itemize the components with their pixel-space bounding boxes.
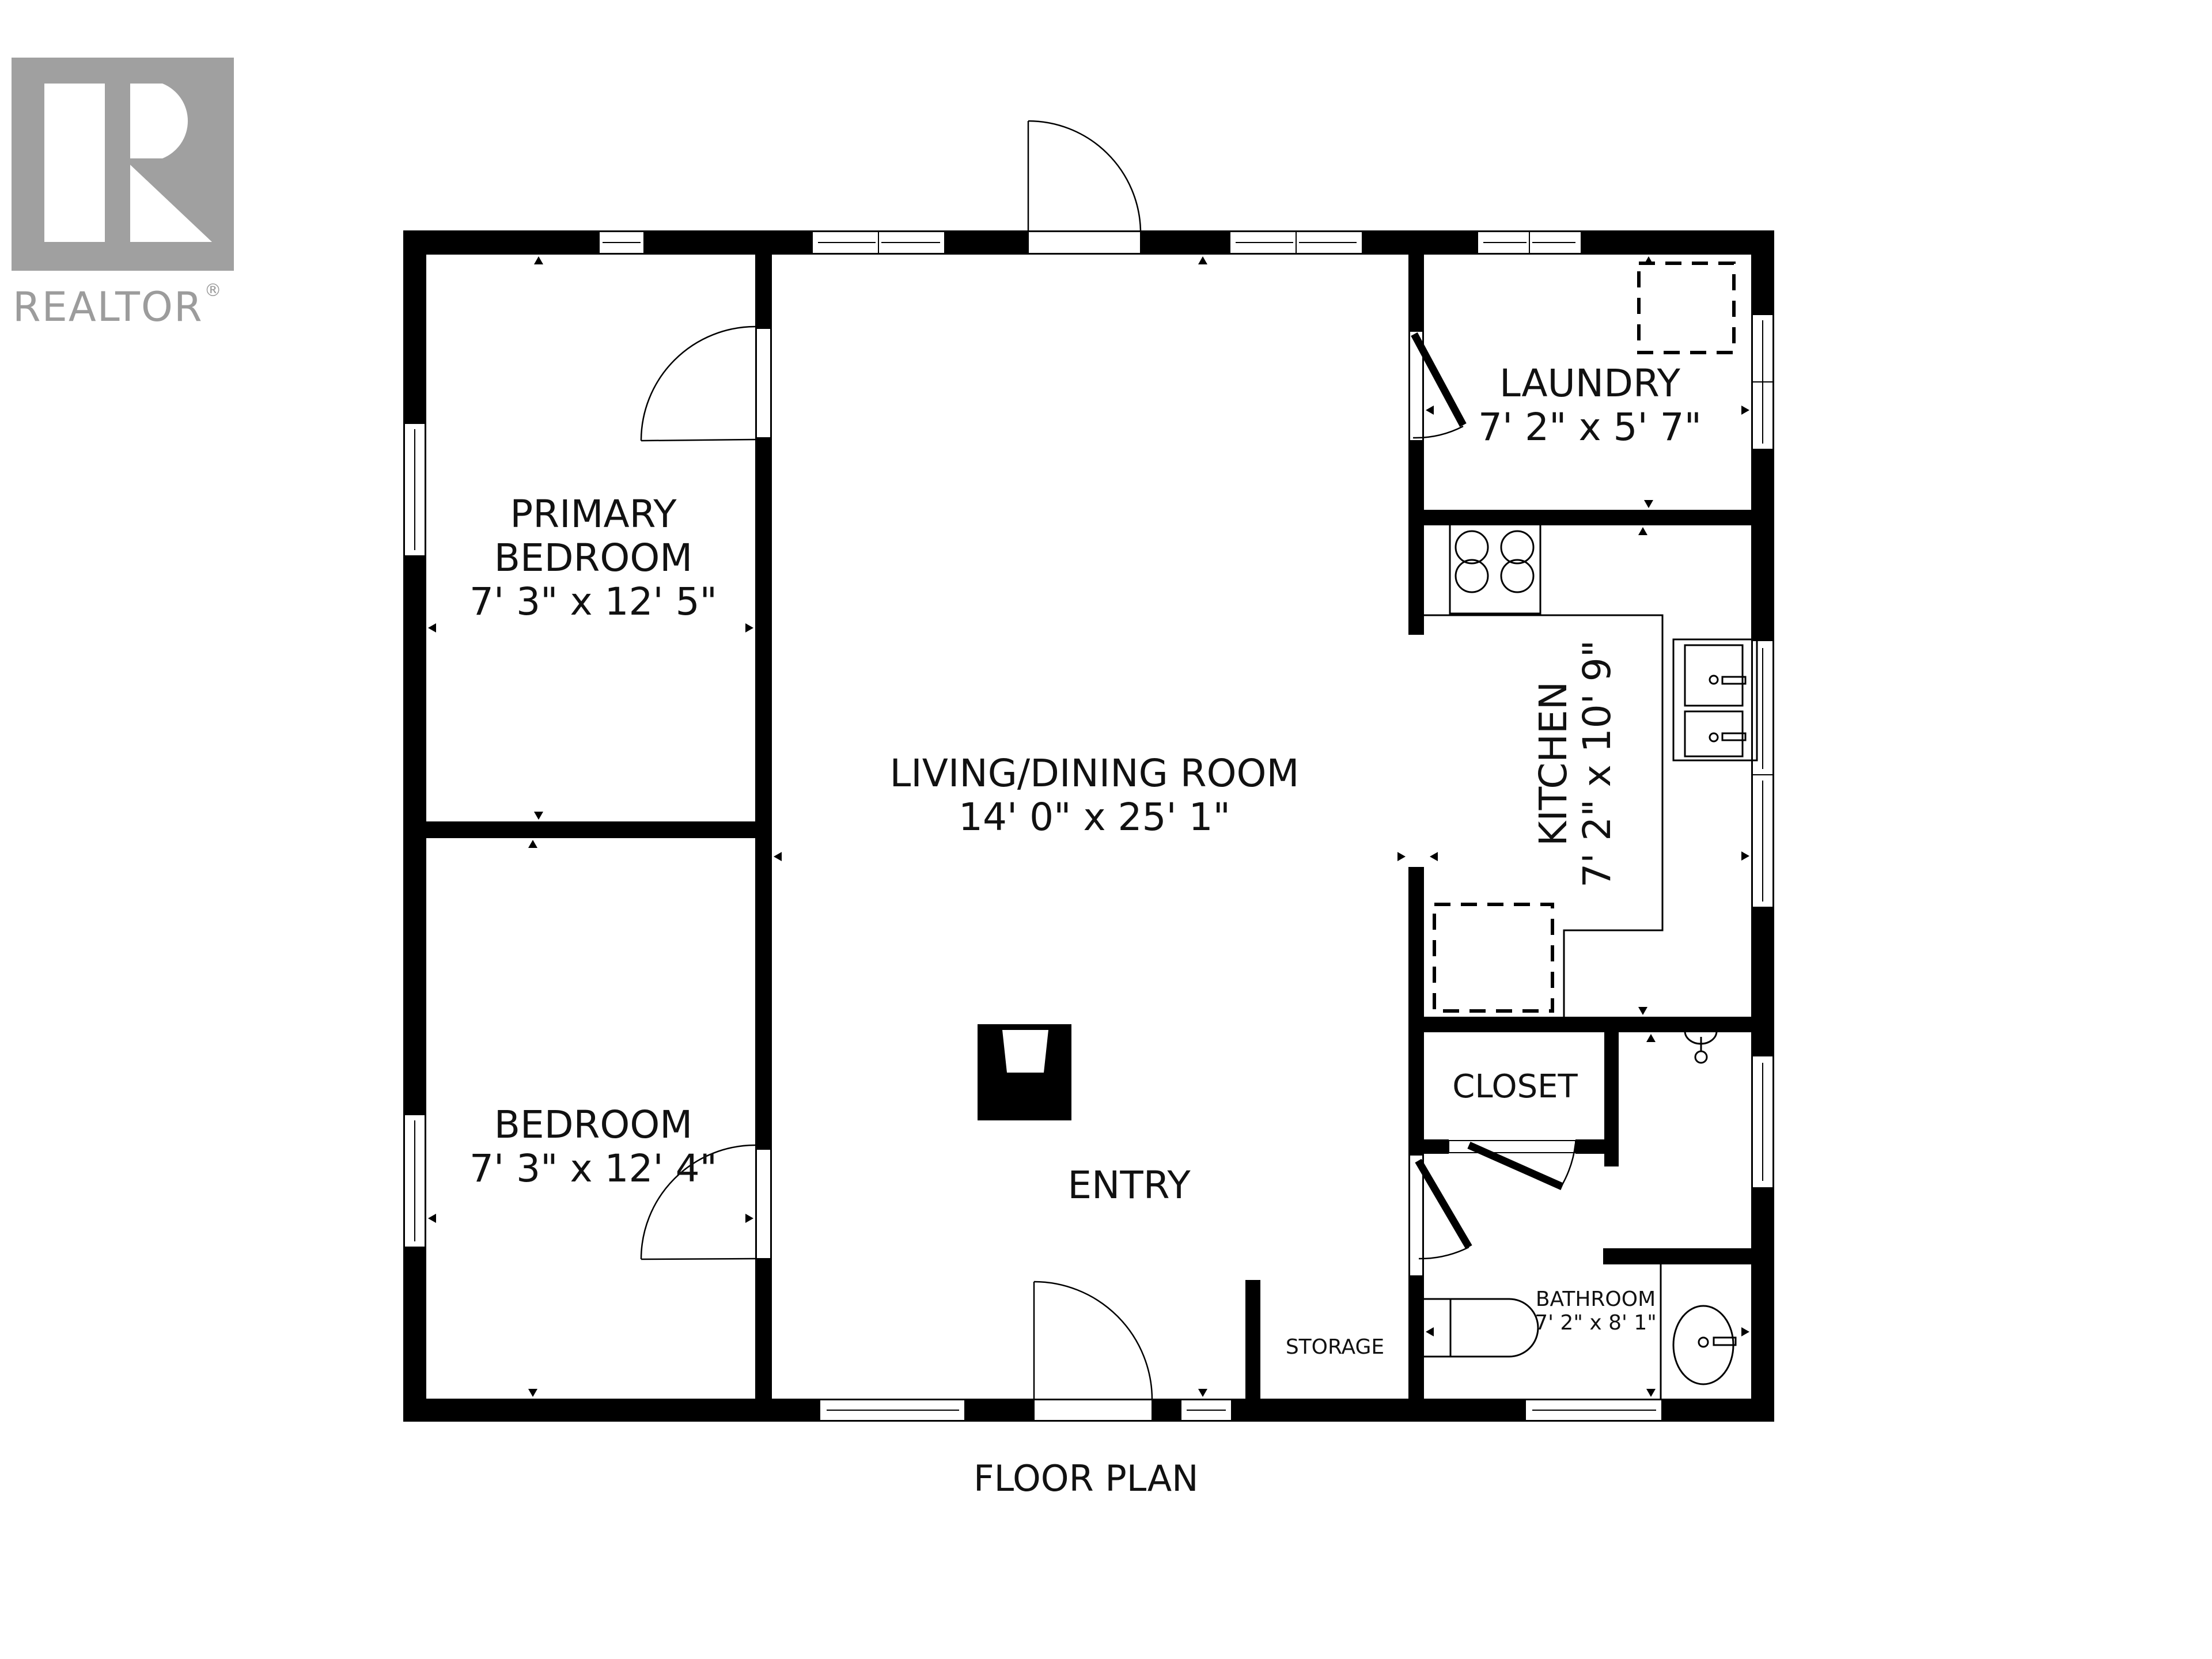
kitchen-dimensions: 7' 2" x 10' 9" bbox=[1575, 639, 1619, 888]
kitchen-name: KITCHEN bbox=[1531, 681, 1576, 846]
living-dining-dimensions: 14' 0" x 25' 1" bbox=[959, 794, 1230, 839]
primary-bedroom-label: PRIMARY BEDROOM 7' 3" x 12' 5" bbox=[449, 493, 737, 624]
bedroom-name: BEDROOM bbox=[494, 1103, 693, 1147]
closet-door-opening bbox=[1448, 1140, 1576, 1153]
laundry-kitchen-wall bbox=[1408, 510, 1774, 525]
closet-south-wall-b bbox=[1575, 1139, 1619, 1154]
storage-label: STORAGE bbox=[1285, 1335, 1385, 1359]
primary-bedroom-door-opening bbox=[756, 328, 771, 438]
entry-door-opening bbox=[1033, 1399, 1153, 1421]
bedroom-label: BEDROOM 7' 3" x 12' 4" bbox=[449, 1103, 737, 1191]
kitchen-sink bbox=[1672, 638, 1758, 762]
fridge-outline bbox=[1433, 903, 1554, 1013]
primary-bedroom-name-line2: BEDROOM bbox=[494, 535, 693, 580]
living-dining-name: LIVING/DINING ROOM bbox=[889, 751, 1300, 796]
kitchen-closet-wall bbox=[1408, 1017, 1774, 1032]
realtor-r-icon bbox=[12, 58, 234, 271]
storage-partition-wall bbox=[1245, 1280, 1260, 1422]
closet-south-wall-a bbox=[1408, 1139, 1449, 1154]
bathroom-dimensions: 7' 2" x 8' 1" bbox=[1535, 1311, 1657, 1335]
kitchen-label: KITCHEN 7' 2" x 10' 9" bbox=[1531, 591, 1619, 937]
bath-door-leaf bbox=[1415, 1158, 1472, 1249]
closet-label: CLOSET bbox=[1452, 1068, 1578, 1105]
bathroom-label: BATHROOM 7' 2" x 8' 1" bbox=[1521, 1287, 1671, 1335]
living-dining-label: LIVING/DINING ROOM 14' 0" x 25' 1" bbox=[806, 752, 1382, 839]
laundry-door-opening bbox=[1409, 331, 1423, 441]
laundry-label: LAUNDRY 7' 2" x 5' 7" bbox=[1429, 362, 1751, 449]
bedroom-door-opening bbox=[756, 1149, 771, 1259]
primary-bedroom-name-line1: PRIMARY bbox=[510, 492, 677, 536]
bedroom-divider-wall bbox=[403, 821, 772, 838]
entry-label: ENTRY bbox=[1067, 1163, 1191, 1207]
realtor-wordmark: REALTOR® bbox=[13, 281, 223, 331]
bedroom-dimensions: 7' 3" x 12' 4" bbox=[469, 1146, 717, 1191]
laundry-name: LAUNDRY bbox=[1499, 361, 1680, 406]
primary-bedroom-dimensions: 7' 3" x 12' 5" bbox=[469, 579, 717, 624]
kitchen-counter bbox=[1424, 614, 1664, 1017]
bathroom-name: BATHROOM bbox=[1535, 1287, 1656, 1311]
bath-door-opening bbox=[1409, 1154, 1423, 1277]
floor-plan-caption: FLOOR PLAN bbox=[974, 1457, 1199, 1499]
dimension-markers bbox=[428, 256, 1749, 1397]
laundry-dimensions: 7' 2" x 5' 7" bbox=[1478, 404, 1702, 449]
bath-partition-wall bbox=[1603, 1248, 1774, 1264]
closet-door-leaf bbox=[1467, 1142, 1564, 1190]
north-door-opening bbox=[1028, 231, 1141, 254]
washer-dryer-outline bbox=[1637, 262, 1736, 354]
stove bbox=[1449, 523, 1541, 615]
toilet bbox=[1424, 1298, 1539, 1358]
laundry-door-leaf bbox=[1411, 332, 1467, 427]
